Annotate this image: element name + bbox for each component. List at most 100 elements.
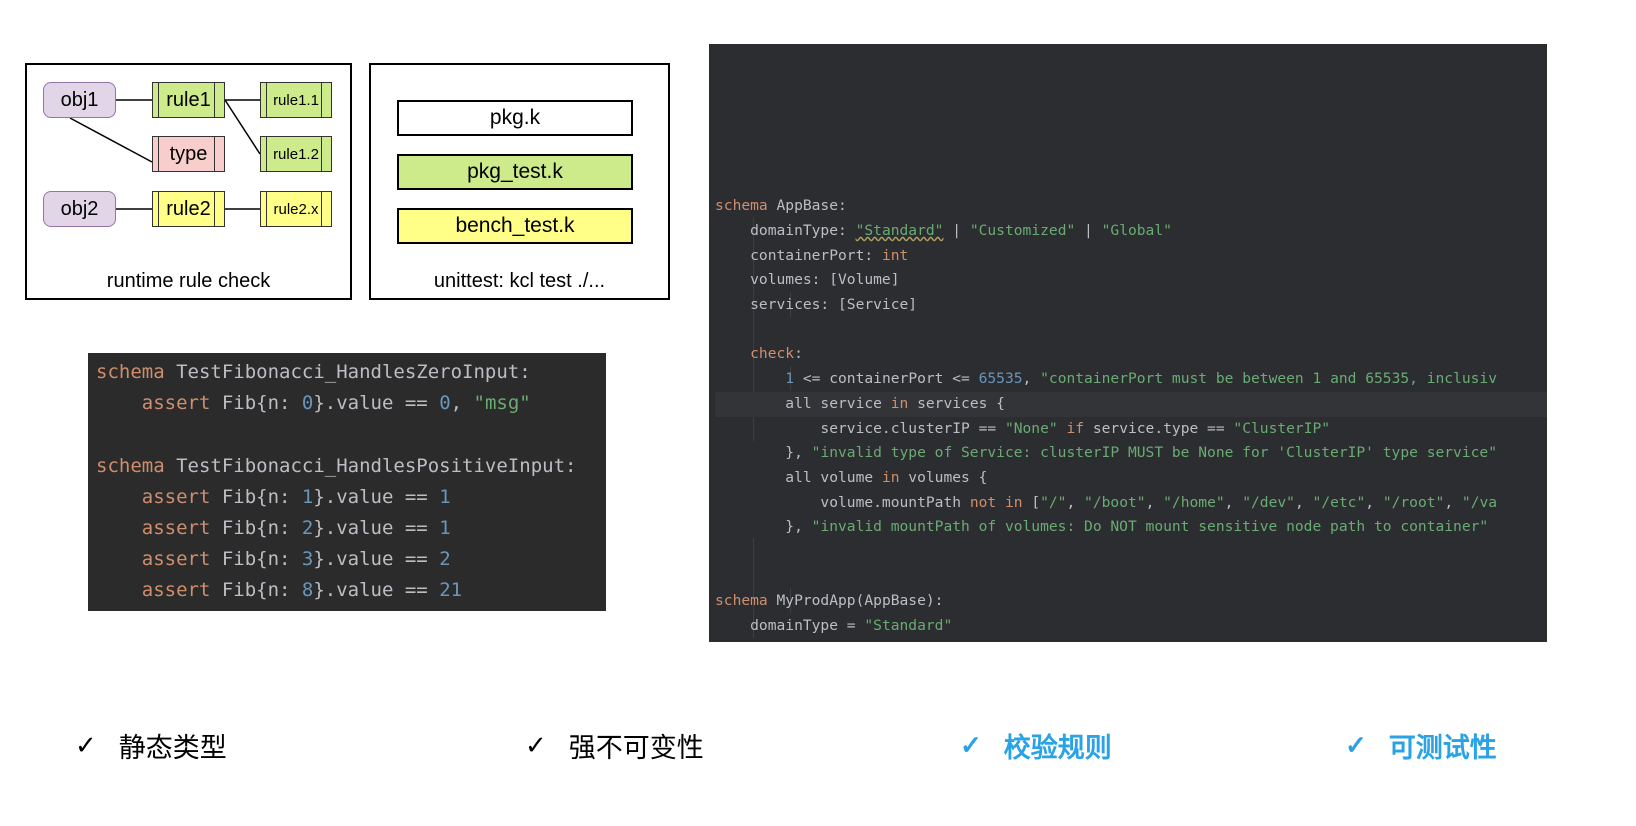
checkmark-icon: ✓ — [75, 730, 97, 760]
code-token: schema — [96, 454, 165, 477]
code-line: volumes: [Volume] — [715, 268, 1547, 293]
code-token: }.value == — [313, 579, 440, 602]
code-token: "invalid type of Service: clusterIP MUST… — [811, 444, 1497, 462]
code-token: assert — [96, 548, 211, 571]
file-pkg-test: pkg_test.k — [397, 154, 633, 190]
code-token: services: [Service] — [715, 296, 918, 314]
code-token: service.clusterIP == — [715, 419, 1005, 437]
code-token: , — [1224, 493, 1243, 511]
code-line: assert Fib{n: 3}.value == 2 — [96, 544, 606, 575]
code-token: int — [881, 246, 909, 264]
code-token: "None" — [1004, 419, 1058, 437]
code-line: assert Fib{n: 0}.value == 0, "msg" — [96, 388, 606, 419]
node-rule2-x: rule2.x — [260, 191, 332, 227]
diagram-connectors — [69, 99, 261, 210]
code-token: 0 — [301, 392, 314, 415]
code-token — [715, 370, 785, 387]
code-token: }.value == — [313, 517, 440, 540]
code-line: assert Fib{n: 1}.value == 1 — [96, 482, 606, 513]
code-token: volume.mountPath — [715, 493, 970, 511]
code-token: "/root" — [1382, 493, 1445, 511]
code-token: "/va — [1461, 493, 1498, 511]
code-token: }.value == — [313, 392, 440, 415]
code-token: "/" — [1040, 493, 1067, 511]
feature-item: ✓校验规则 — [960, 726, 1112, 765]
code-token: Fib{n: — [210, 517, 302, 540]
node-rule1-2: rule1.2 — [260, 136, 332, 172]
code-line: assert Fib{n: 8}.value == 21 — [96, 575, 606, 606]
code-token: if — [1066, 419, 1085, 437]
edge-rule1-rule1-2 — [224, 99, 261, 155]
code-line — [715, 565, 1547, 590]
code-token: Fib{n: — [210, 485, 302, 508]
code-token: }, — [715, 444, 812, 462]
code-token: assert — [96, 485, 211, 508]
code-token: "ClusterIP" — [1233, 419, 1331, 437]
code-token: }.value == — [313, 548, 440, 571]
code-token: containerPort: — [715, 246, 882, 264]
code-token: 1 — [439, 485, 451, 508]
code-token: 0 — [439, 392, 451, 415]
code-token: "/etc" — [1312, 493, 1366, 511]
node-rule1: rule1 — [152, 82, 225, 118]
edge-obj1-type — [69, 117, 153, 163]
code-line: schema TestFibonacci_HandlesZeroInput: — [96, 357, 606, 388]
code-line: domainType: "Standard" | "Customized" | … — [715, 219, 1547, 244]
code-token: , — [1365, 493, 1383, 511]
code-token: "Standard" — [855, 221, 944, 239]
code-line — [715, 639, 1547, 642]
code-token: volumes { — [899, 468, 988, 486]
code-line: containerPort: int — [715, 244, 1547, 269]
code-token: volumes: [Volume] — [715, 271, 900, 289]
runtime-caption: runtime rule check — [106, 270, 271, 292]
code-token: 65535 — [978, 370, 1023, 388]
code-token: , — [450, 392, 474, 415]
code-token: AppBase: — [767, 197, 847, 215]
code-token: , — [1022, 370, 1041, 388]
code-token: check — [715, 345, 795, 363]
code-token: 2 — [439, 548, 451, 571]
code-token: schema — [715, 197, 768, 215]
code-token: | — [943, 221, 970, 239]
code-line: services: [Service] — [715, 293, 1547, 318]
node-rule1-1: rule1.1 — [260, 82, 332, 118]
code-line: all service in services { — [715, 391, 1547, 417]
code-token: all service — [715, 394, 891, 412]
node-type: type — [152, 136, 225, 172]
code-line: domainType = "Standard" — [715, 614, 1547, 639]
code-token: , — [1066, 493, 1085, 511]
node-obj1: obj1 — [43, 82, 116, 118]
code-token: domainType: — [715, 221, 856, 239]
code-line: schema MyProdApp(AppBase): — [715, 589, 1547, 614]
feature-label: 可测试性 — [1388, 733, 1497, 763]
test-code-block: schema TestFibonacci_HandlesZeroInput: a… — [88, 353, 606, 611]
feature-item: ✓ 静态类型 — [75, 726, 227, 765]
code-token: : — [794, 345, 803, 363]
code-token: "containerPort must be between 1 and 655… — [1040, 370, 1498, 388]
code-token: "msg" — [473, 392, 531, 415]
code-token: services { — [908, 394, 1005, 412]
code-token: assert — [96, 579, 211, 602]
code-token: Fib{n: — [210, 392, 302, 415]
node-rule2: rule2 — [152, 191, 225, 227]
file-bench-test: bench_test.k — [397, 208, 633, 244]
code-line — [715, 540, 1547, 565]
code-token: 21 — [439, 579, 463, 602]
feature-label: 静态类型 — [118, 733, 227, 763]
code-token: "/home" — [1163, 493, 1225, 511]
checkmark-icon: ✓ — [1345, 730, 1367, 760]
code-line: schema AppBase: — [715, 194, 1547, 219]
code-token: }.value == — [313, 485, 440, 508]
code-token: service.type == — [1084, 419, 1234, 437]
code-token: MyProdApp(AppBase): — [767, 592, 944, 610]
feature-label: 强不可变性 — [568, 733, 704, 763]
code-token: "Customized" — [969, 221, 1076, 239]
code-token: , — [1294, 493, 1313, 511]
code-token: TestFibonacci_HandlesZeroInput: — [164, 361, 531, 383]
code-token: "invalid mountPath of volumes: Do NOT mo… — [811, 518, 1489, 536]
code-token: }, — [715, 518, 812, 536]
schema-code-editor[interactable]: schema AppBase: domainType: "Standard" |… — [709, 44, 1547, 642]
code-token: in — [881, 468, 900, 486]
code-line — [715, 318, 1547, 343]
code-token: in — [890, 394, 909, 412]
